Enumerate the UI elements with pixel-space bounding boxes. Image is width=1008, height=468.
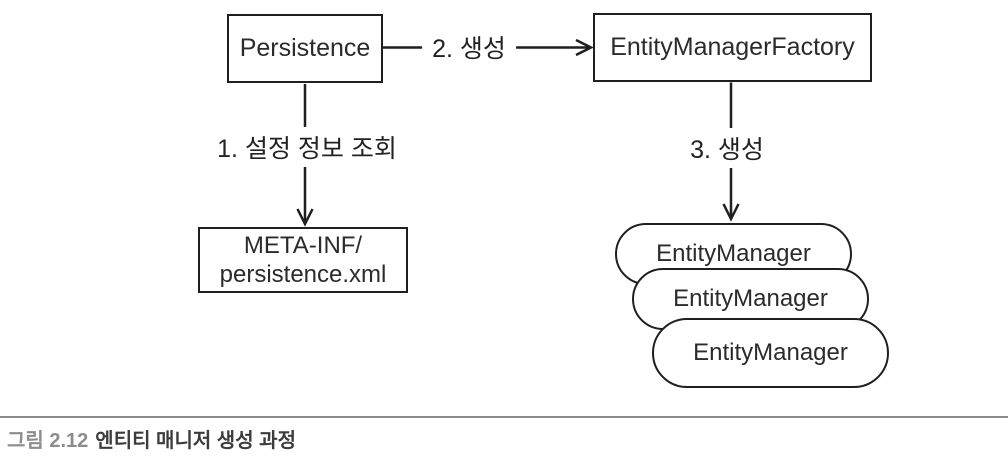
node-persistence-xml-line1: META-INF/ [243,232,363,259]
edge-label-create-entitymanager: 3. 생성 [680,128,774,168]
caption-divider [0,416,1008,418]
arrowhead-down-icon [722,203,740,222]
node-entity-manager-factory-label: EntityManagerFactory [610,33,855,61]
edge-label-config-lookup: 1. 설정 정보 조회 [207,127,407,167]
node-entity-manager-factory: EntityManagerFactory [593,13,872,82]
node-entity-manager-3: EntityManager [652,318,889,388]
figure-title: 엔티티 매니저 생성 과정 [95,430,296,452]
node-persistence: Persistence [227,14,383,83]
arrowhead-right-icon [575,38,594,57]
node-persistence-xml-line2: persistence.xml [219,261,387,288]
edge-label-create-factory: 2. 생성 [422,27,516,67]
node-persistence-xml-file: META-INF/ persistence.xml [198,227,408,293]
figure-caption: 그림 2.12 엔티티 매니저 생성 과정 [7,427,296,455]
node-entity-manager-3-label: EntityManager [693,339,848,366]
arrowhead-down-icon [296,208,314,227]
figure-number: 그림 2.12 [7,430,89,452]
node-entity-manager-1-label: EntityManager [656,240,811,267]
node-entity-manager-2-label: EntityManager [673,285,828,312]
node-persistence-label: Persistence [239,34,371,62]
